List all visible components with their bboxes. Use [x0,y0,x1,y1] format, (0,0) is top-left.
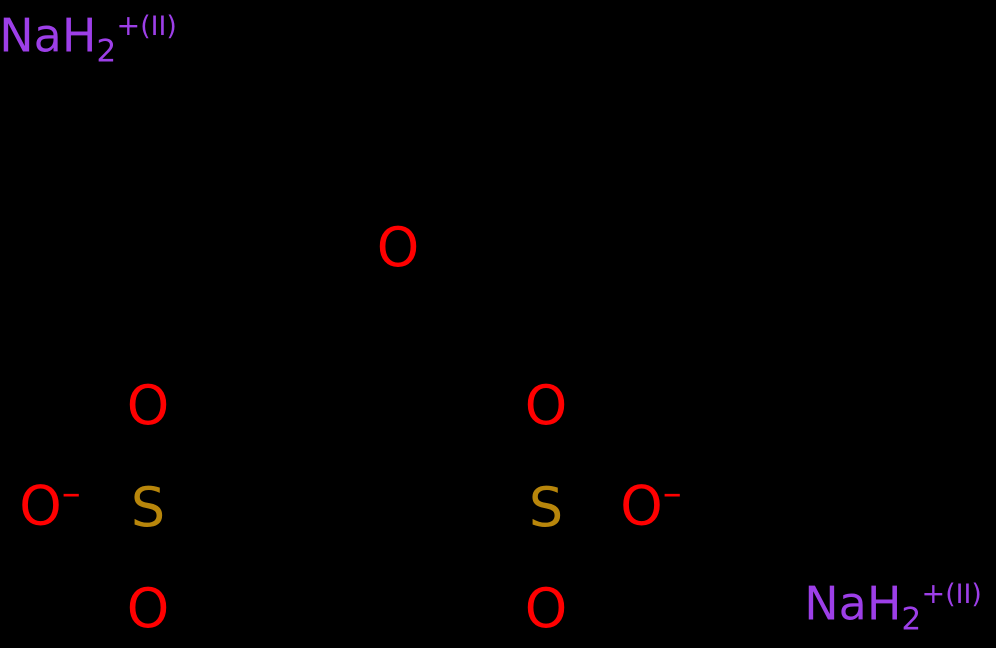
bond-ring-right-1 [415,220,555,305]
oxygen-anion-charge-sign: – [662,470,682,515]
oxygen-anion-charge-sign: – [61,470,81,515]
sodium-hydrogen-subscript: 2 [901,601,922,638]
oxygen-element-symbol: O [126,374,170,437]
atom-label-sodium-top-left: NaH2+(II) [0,9,177,70]
oxygen-element-symbol: O [19,474,62,538]
atom-label-oxygen-left-top: O [127,379,170,433]
bond-s-o-left-bottom [137,541,161,584]
atom-label-oxygen-left-anion: O– [19,474,80,534]
atom-label-oxygen-right-top: O [525,379,568,433]
bond-ring-left-5 [13,520,153,605]
oxygen-element-symbol: O [524,577,568,640]
bond-ring-left-2 [143,295,283,380]
bond-ring-right-2 [545,220,685,305]
oxygen-element-symbol: O [620,474,663,538]
sodium-element-symbol: NaH [0,8,97,63]
bond-ring-left-4 [143,520,283,605]
sodium-charge-sign: + [921,577,946,611]
atom-label-sulfur-right: S [529,481,563,535]
bond-s-o-left-top [137,436,161,474]
bond-ring-right-5 [415,445,555,530]
sodium-hydrogen-subscript: 2 [96,33,117,70]
sodium-charge-sign: + [116,9,141,43]
oxygen-element-symbol: O [376,216,420,279]
bond-s-o-right-bottom [535,541,559,584]
sodium-element-symbol: NaH [804,576,902,631]
sodium-oxidation-state: (II) [140,11,177,43]
sulfur-element-symbol: S [528,476,564,539]
atom-label-sulfur-left: S [131,481,165,535]
atom-label-sodium-bottom-right: NaH2+(II) [804,577,982,638]
sodium-oxidation-state: (II) [945,579,982,611]
bond-ether-right [393,265,425,305]
sulfur-element-symbol: S [130,476,166,539]
bond-ether-left [143,145,403,230]
atom-label-oxygen-right-bottom: O [525,582,568,636]
bond-ring-right-4 [545,445,685,530]
oxygen-element-symbol: O [126,577,170,640]
oxygen-element-symbol: O [524,374,568,437]
bond-s-o-right-top [535,436,559,474]
atom-label-oxygen-right-anion: O– [620,474,681,534]
atom-label-oxygen-left-bottom: O [127,582,170,636]
atom-label-ether-oxygen: O [377,221,420,275]
